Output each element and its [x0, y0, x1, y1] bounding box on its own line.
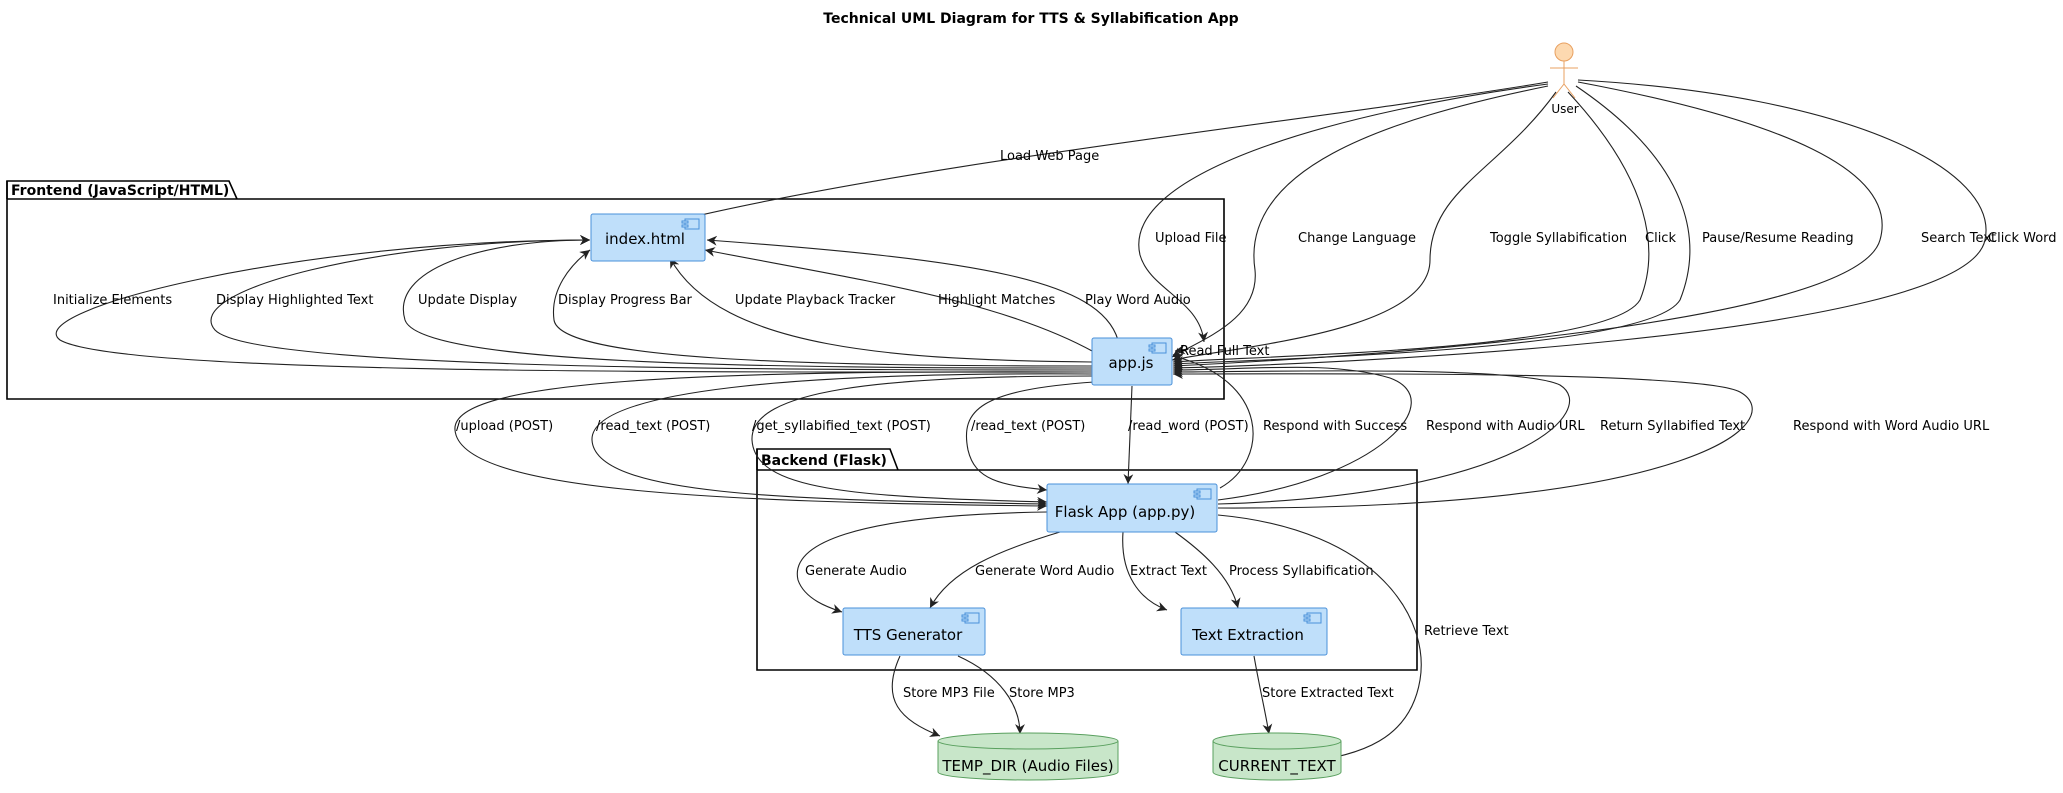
component-text-extraction[interactable]: Text Extraction [1180, 607, 1328, 656]
edge-label-click: Click [1645, 231, 1676, 246]
diagram-title: Technical UML Diagram for TTS & Syllabif… [823, 11, 1238, 27]
component-icon [681, 218, 700, 230]
edge-label-highlight-matches: Highlight Matches [938, 293, 1055, 308]
component-label: TTS Generator [853, 626, 963, 644]
edge-label-read-full-text: Read Full Text [1180, 344, 1269, 359]
edge-label-toggle-syllabification: Toggle Syllabification [1489, 231, 1627, 246]
edge-label-retrieve-text: Retrieve Text [1424, 624, 1509, 639]
component-icon [1148, 342, 1167, 354]
component-icon [961, 612, 980, 624]
edge-label-return-syllabified: Return Syllabified Text [1600, 419, 1745, 434]
edge-label-store-mp3: Store MP3 [1009, 686, 1075, 701]
database-temp-dir[interactable]: TEMP_DIR (Audio Files) [937, 732, 1119, 781]
database-current-text[interactable]: CURRENT_TEXT [1212, 732, 1342, 781]
component-icon [1193, 488, 1212, 500]
component-label: Text Extraction [1191, 626, 1304, 644]
edge-label-process-syllabification: Process Syllabification [1229, 564, 1374, 579]
edge-label-display-progress: Display Progress Bar [558, 293, 693, 308]
component-tts-generator[interactable]: TTS Generator [842, 607, 986, 656]
edge-label-change-language: Change Language [1298, 231, 1416, 246]
edge-label-get-syllabified-post: /get_syllabified_text (POST) [752, 419, 931, 434]
edge-label-store-mp3-file: Store MP3 File [903, 686, 995, 701]
edges: Load Web Page Upload File Change Languag… [53, 79, 2057, 766]
edge-label-generate-audio: Generate Audio [805, 564, 907, 579]
edge-label-read-text-post-1: /read_text (POST) [596, 419, 710, 434]
edge-label-respond-audio-url: Respond with Audio URL [1426, 419, 1585, 434]
backend-package-label: Backend (Flask) [761, 453, 887, 469]
edge-label-generate-word-audio: Generate Word Audio [975, 564, 1114, 579]
edge-label-read-text-post-2: /read_text (POST) [971, 419, 1085, 434]
database-label: CURRENT_TEXT [1218, 757, 1336, 776]
component-app-js[interactable]: app.js [1091, 337, 1173, 386]
edge-label-store-extracted-text: Store Extracted Text [1262, 686, 1394, 701]
user-actor-label: User [1551, 102, 1578, 116]
edge-label-initialize-elements: Initialize Elements [53, 293, 172, 308]
edge-label-update-display: Update Display [418, 293, 517, 308]
user-actor[interactable]: User [1550, 42, 1579, 116]
component-flask-app[interactable]: Flask App (app.py) [1046, 483, 1218, 533]
edge-label-load-web-page: Load Web Page [1000, 149, 1099, 164]
edge-label-extract-text: Extract Text [1130, 564, 1207, 579]
component-label: index.html [605, 230, 685, 248]
edge-label-pause-resume: Pause/Resume Reading [1702, 231, 1854, 246]
edge-label-search-text: Search Text [1921, 231, 1996, 246]
component-icon [1303, 612, 1322, 624]
edge-label-upload-post: /upload (POST) [456, 419, 553, 434]
edge-label-upload-file: Upload File [1155, 231, 1226, 246]
edge-label-respond-success: Respond with Success [1263, 419, 1407, 434]
frontend-package: Frontend (JavaScript/HTML) [6, 180, 1225, 400]
component-label: Flask App (app.py) [1055, 503, 1195, 521]
frontend-package-label: Frontend (JavaScript/HTML) [11, 183, 229, 199]
edge-label-read-word-post: /read_word (POST) [1128, 419, 1249, 434]
component-index-html[interactable]: index.html [590, 213, 706, 262]
backend-package: Backend (Flask) [756, 448, 1418, 671]
edge-label-display-highlighted: Display Highlighted Text [216, 293, 373, 308]
actor-head-icon [1554, 42, 1574, 62]
component-label: app.js [1109, 354, 1154, 372]
edge-label-respond-word-audio-url: Respond with Word Audio URL [1793, 419, 1990, 434]
edge-label-update-playback: Update Playback Tracker [735, 293, 896, 308]
edge-label-click-word: Click Word [1988, 231, 2057, 246]
edge-label-play-word-audio: Play Word Audio [1085, 293, 1191, 308]
database-label: TEMP_DIR (Audio Files) [941, 757, 1113, 776]
